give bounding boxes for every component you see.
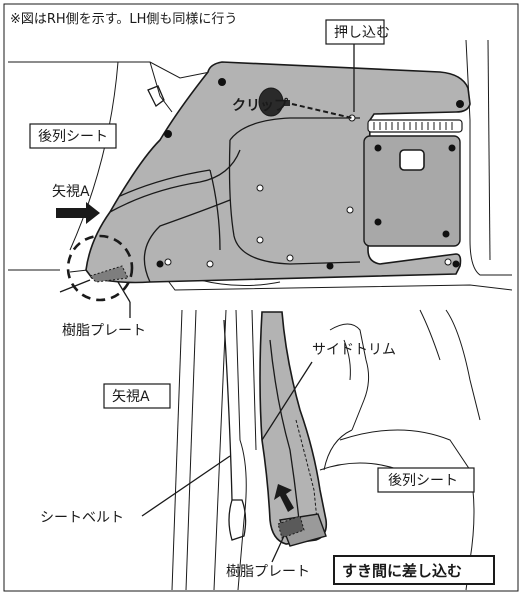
rear-seat-label-box-top: [29, 123, 117, 149]
side-trim-label: サイドトリム: [312, 342, 396, 358]
insert-gap-label: すき間に差し込む: [342, 562, 462, 580]
view-a-label-bottom: 矢視A: [112, 389, 150, 405]
side-pocket: [363, 135, 461, 247]
view-a-label-top: 矢視A: [52, 184, 90, 200]
top-illustration: [8, 39, 513, 303]
pocket-recess: [399, 149, 425, 171]
side-trim: [259, 311, 328, 545]
note-text: ※図はRH側を示す。LH側も同様に行う: [10, 12, 237, 27]
clip-label: クリップ: [232, 98, 289, 114]
bottom-illustration: [171, 309, 481, 591]
vent-grille: [367, 119, 463, 133]
seat-belt-label: シートベルト: [40, 510, 124, 526]
rear-seat-label-top: 後列シート: [38, 129, 108, 145]
rear-seat-label-bottom: 後列シート: [388, 473, 458, 489]
seat-belt: [223, 319, 233, 501]
insert-arrow: [274, 484, 294, 512]
view-a-label-box-bottom: [103, 383, 171, 409]
resin-plate-bottom: [277, 515, 305, 539]
clip-dashed-leader: [291, 103, 353, 119]
detail-circle: [66, 234, 134, 302]
rear-seat-label-box-bottom: [377, 467, 475, 493]
quarter-trim-panel: [85, 61, 471, 284]
view-a-arrow: [56, 202, 100, 224]
resin-plate-label-bottom: 樹脂プレート: [226, 564, 310, 580]
push-in-label: 押し込む: [334, 25, 390, 41]
resin-plate-top: [89, 265, 129, 283]
diagram-frame: [3, 3, 519, 592]
insert-gap-label-box: [333, 555, 495, 585]
push-in-label-box: [325, 19, 385, 45]
resin-plate-label-top: 樹脂プレート: [62, 323, 146, 339]
